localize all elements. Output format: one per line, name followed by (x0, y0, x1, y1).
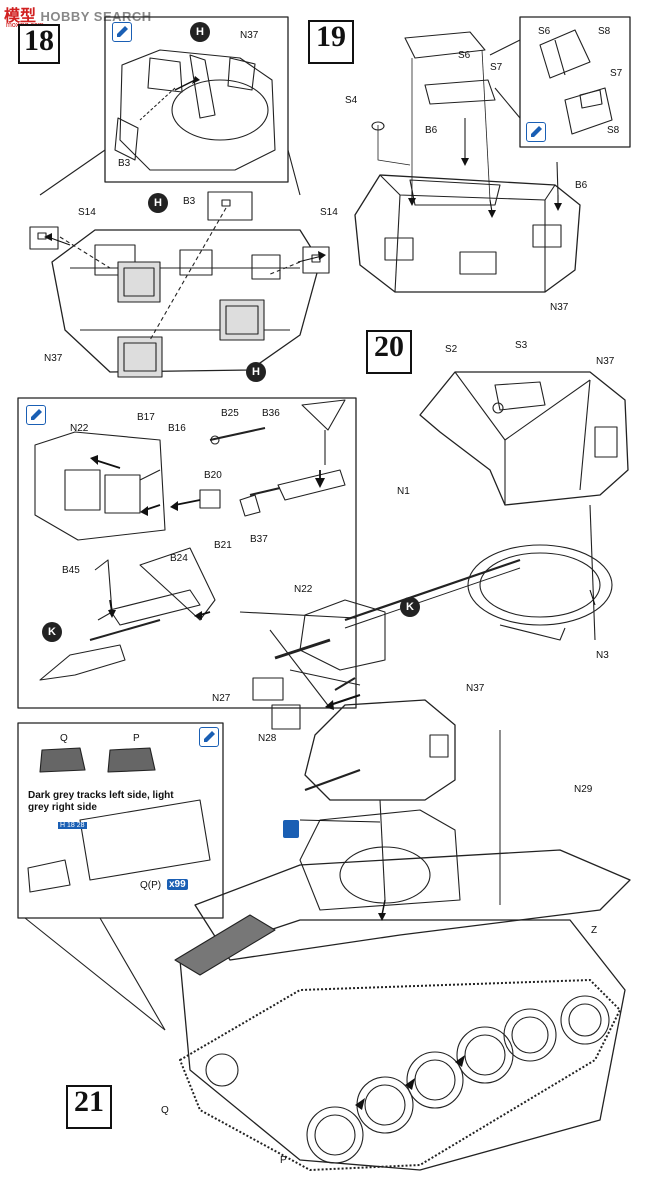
part-label: Z (591, 925, 598, 936)
part-label: B17 (137, 412, 155, 423)
part-label: B3 (183, 196, 196, 207)
track-label-p: P (133, 733, 140, 744)
part-label: P (280, 1155, 287, 1166)
subassembly-badge-h: H (246, 362, 266, 382)
part-label: B6 (425, 125, 438, 136)
part-label: N27 (212, 693, 231, 704)
paint-note-icon (112, 22, 132, 42)
part-label: Q (161, 1105, 169, 1116)
part-label: S14 (320, 207, 338, 218)
track-label-q: Q (60, 733, 68, 744)
watermark: 模型 HOBBY SEARCH (4, 2, 152, 26)
part-label: S6 (458, 50, 471, 61)
part-label: N37 (44, 353, 63, 364)
part-label: N37 (550, 302, 569, 313)
part-label: N29 (574, 784, 593, 795)
part-label: S3 (515, 340, 528, 351)
part-label: B6 (575, 180, 588, 191)
part-label: S7 (610, 68, 623, 79)
step21-inset-frame (17, 722, 224, 919)
part-label: S6 (538, 26, 551, 37)
step-number-19: 19 (308, 20, 354, 64)
paint-note-icon (526, 122, 546, 142)
part-label: B21 (214, 540, 232, 551)
part-label: N1 (397, 486, 410, 497)
part-label: B25 (221, 408, 239, 419)
part-label: N37 (596, 356, 615, 367)
part-label: N22 (294, 584, 313, 595)
part-label: N37 (240, 30, 259, 41)
part-label: S4 (345, 95, 358, 106)
part-label: S7 (490, 62, 503, 73)
road-wheels (205, 995, 610, 1164)
part-label: B36 (262, 408, 280, 419)
part-label: N3 (596, 650, 609, 661)
arrows (47, 79, 596, 916)
part-label: N28 (258, 733, 277, 744)
part-label: B24 (170, 553, 188, 564)
subassembly-badge-h: H (190, 22, 210, 42)
track-color-note: Dark grey tracks left side, light grey r… (28, 790, 174, 813)
quantity-multiplier: x99 (167, 879, 188, 890)
part-label: S8 (607, 125, 620, 136)
part-label: B37 (250, 534, 268, 545)
part-label: N22 (70, 423, 89, 434)
part-label: B20 (204, 470, 222, 481)
paint-note-icon (26, 405, 46, 425)
paint-note-icon (199, 727, 219, 747)
instruction-reference: H 18 28 (58, 822, 87, 829)
subassembly-badge-k: K (42, 622, 62, 642)
part-label: S8 (598, 26, 611, 37)
track-part-label: Q(P) (140, 880, 162, 891)
instruction-ref-icon (283, 820, 299, 838)
part-label: N37 (466, 683, 485, 694)
watermark-logo: 模型 (4, 8, 37, 25)
step20-inset-frame (17, 397, 357, 709)
part-label: S2 (445, 344, 458, 355)
part-label: S14 (78, 207, 96, 218)
step-number-21: 21 (66, 1085, 112, 1129)
step19-inset-frame (519, 16, 631, 148)
arrowheads (44, 76, 562, 921)
step-number-20: 20 (366, 330, 412, 374)
step-number-18: 18 (18, 24, 60, 64)
subassembly-badge-k: K (400, 597, 420, 617)
step18-inset-frame (104, 16, 289, 183)
part-label: B3 (118, 158, 131, 169)
hatch-left (117, 261, 265, 378)
subassembly-badge-h: H (148, 193, 168, 213)
part-label: B16 (168, 423, 186, 434)
part-label: B45 (62, 565, 80, 576)
watermark-text: HOBBY SEARCH (40, 9, 152, 24)
